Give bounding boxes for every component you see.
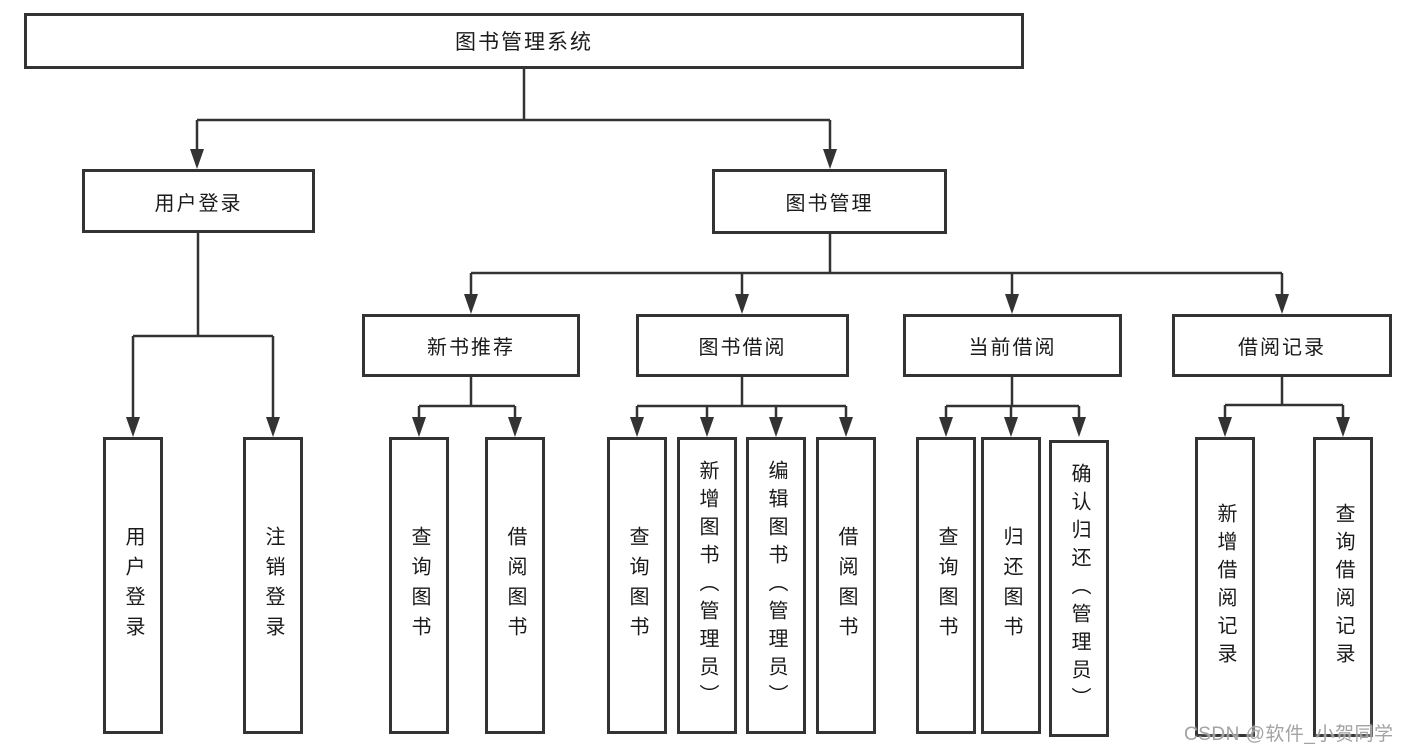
leaf-label: 归还图书 <box>1000 525 1022 646</box>
node-label: 图书管理 <box>785 193 874 215</box>
node-label: 当前借阅 <box>968 337 1057 359</box>
leaf-label: 查询图书 <box>935 525 957 646</box>
node-label: 借阅记录 <box>1238 337 1326 359</box>
node-label: 图书借阅 <box>698 337 787 359</box>
leaf-borrowing-borrow-books: 借阅图书 <box>816 437 876 734</box>
arrowheads <box>126 149 1350 437</box>
node-label: 用户登录 <box>154 192 243 215</box>
leaf-query-borrow-record: 查询借阅记录 <box>1313 437 1373 737</box>
leaf-add-books-admin: 新增图书（管理员） <box>677 437 737 734</box>
leaf-add-borrow-record: 新增借阅记录 <box>1195 437 1255 737</box>
leaf-label: 编辑图书（管理员） <box>765 459 787 712</box>
leaf-label: 查询借阅记录 <box>1332 503 1354 671</box>
leaf-label: 新增借阅记录 <box>1214 503 1236 671</box>
leaf-label: 查询图书 <box>408 525 430 646</box>
node-library-management-system: 图书管理系统 <box>24 13 1024 69</box>
leaf-label: 借阅图书 <box>835 525 857 646</box>
leaf-label: 借阅图书 <box>504 525 526 646</box>
leaf-recommend-borrow-books: 借阅图书 <box>485 437 545 734</box>
leaf-label: 新增图书（管理员） <box>696 459 718 712</box>
node-current-borrowing: 当前借阅 <box>903 314 1122 377</box>
node-new-book-recommendation: 新书推荐 <box>362 314 580 377</box>
leaf-current-query-books: 查询图书 <box>916 437 976 734</box>
csdn-watermark: CSDN @软件_小贺同学 <box>1184 724 1394 745</box>
node-label: 新书推荐 <box>427 337 515 359</box>
leaf-edit-books-admin: 编辑图书（管理员） <box>746 437 806 734</box>
node-book-borrowing: 图书借阅 <box>636 314 849 377</box>
leaf-label: 用户登录 <box>122 525 144 646</box>
leaf-return-books: 归还图书 <box>981 437 1041 734</box>
leaf-logout: 注销登录 <box>243 437 303 734</box>
node-borrowing-records: 借阅记录 <box>1172 314 1392 377</box>
leaf-recommend-query-books: 查询图书 <box>389 437 449 734</box>
node-label: 图书管理系统 <box>455 31 593 54</box>
leaf-confirm-return-admin: 确认归还（管理员） <box>1049 440 1109 737</box>
leaf-label: 确认归还（管理员） <box>1068 462 1090 715</box>
node-book-management-branch: 图书管理 <box>712 169 947 234</box>
leaf-borrowing-query-books: 查询图书 <box>607 437 667 734</box>
leaf-label: 注销登录 <box>262 525 284 646</box>
leaf-label: 查询图书 <box>626 525 648 646</box>
connector-lines <box>131 69 1345 419</box>
node-user-login-branch: 用户登录 <box>82 169 315 233</box>
leaf-user-login: 用户登录 <box>103 437 163 734</box>
